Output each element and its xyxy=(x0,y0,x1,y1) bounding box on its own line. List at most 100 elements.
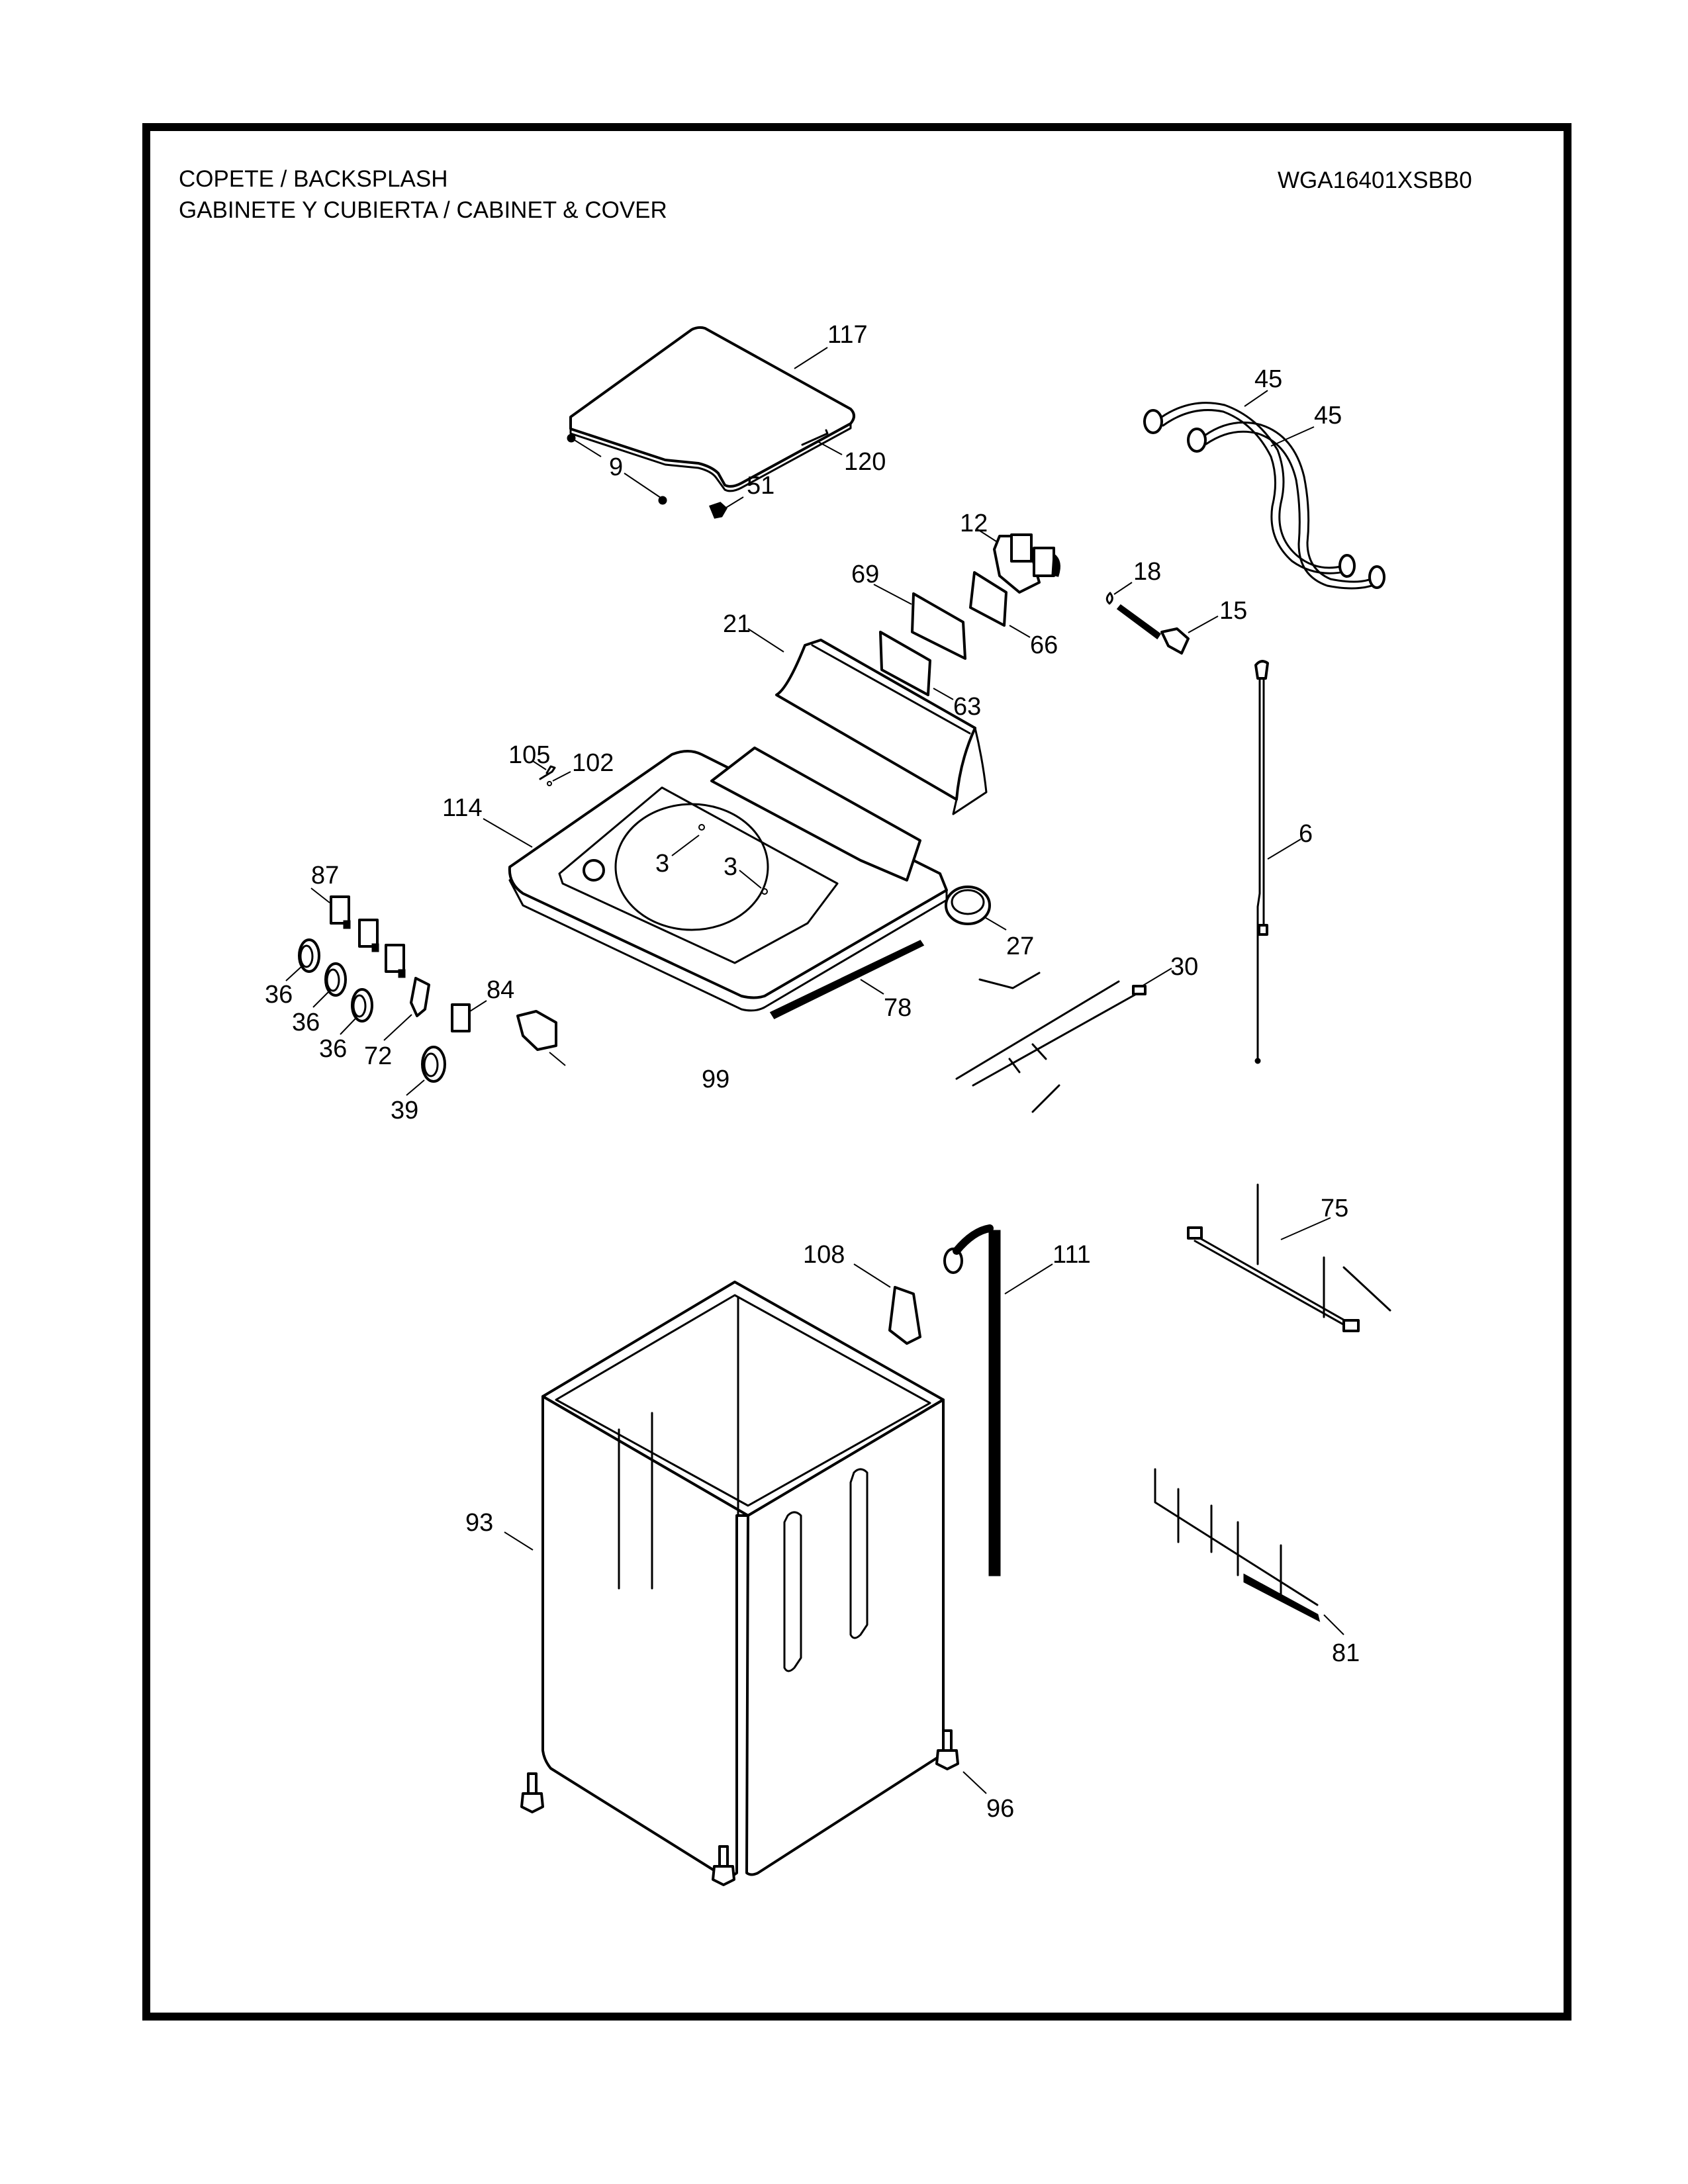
part-label-75: 75 xyxy=(1321,1195,1348,1222)
part-label-84: 84 xyxy=(487,976,514,1004)
harness-30-drawing[interactable] xyxy=(955,972,1147,1113)
leader-line-84 xyxy=(469,1000,487,1012)
leader-line-120 xyxy=(817,441,843,455)
screw-102-drawing[interactable] xyxy=(547,781,552,786)
part-label-81: 81 xyxy=(1332,1639,1360,1667)
display-module-63-drawing[interactable] xyxy=(879,631,931,696)
part-label-117: 117 xyxy=(827,321,868,349)
leader-line-51 xyxy=(722,496,744,510)
timer-99-drawing[interactable] xyxy=(516,1010,557,1051)
drain-bracket-108-drawing[interactable] xyxy=(888,1286,921,1345)
leader-line-36-a xyxy=(285,966,303,981)
leader-line-12 xyxy=(977,529,997,542)
leader-line-3-left xyxy=(671,835,700,856)
top-cover-drawing[interactable] xyxy=(508,747,948,1012)
clamp-18-drawing[interactable] xyxy=(1105,592,1113,605)
diagram-frame xyxy=(142,123,1571,2021)
drain-hose-drawing[interactable] xyxy=(943,1224,1001,1576)
bumper-9-top[interactable] xyxy=(567,433,576,443)
leader-line-96 xyxy=(962,1771,987,1794)
leader-line-72 xyxy=(383,1014,412,1041)
leveling-legs-drawing[interactable] xyxy=(520,1729,959,1886)
part-label-36-b: 36 xyxy=(292,1009,320,1036)
switch-84-drawing[interactable] xyxy=(451,1003,471,1032)
part-label-78: 78 xyxy=(884,994,912,1022)
leader-line-63 xyxy=(933,688,954,700)
part-label-18: 18 xyxy=(1133,558,1161,586)
pressure-switch-drawing[interactable] xyxy=(945,886,991,925)
leader-line-27 xyxy=(983,916,1007,931)
leader-line-102 xyxy=(552,771,571,782)
part-label-120: 120 xyxy=(844,448,886,476)
part-label-63: 63 xyxy=(953,693,981,721)
part-label-12: 12 xyxy=(960,510,988,537)
section-title-backsplash: COPETE / BACKSPLASH xyxy=(179,166,448,192)
inlet-hoses-drawing[interactable] xyxy=(1143,402,1385,590)
water-valve-drawing[interactable] xyxy=(993,533,1060,594)
part-label-102: 102 xyxy=(572,749,614,777)
harness-75-drawing[interactable] xyxy=(1187,1183,1391,1332)
part-label-36-c: 36 xyxy=(319,1035,347,1063)
leader-line-21 xyxy=(747,628,784,653)
rotary-switch-72-drawing[interactable] xyxy=(410,977,430,1017)
leader-line-18 xyxy=(1113,582,1133,595)
leader-line-15 xyxy=(1188,615,1219,633)
part-label-27: 27 xyxy=(1006,933,1034,960)
board-bracket-66-drawing[interactable] xyxy=(969,571,1008,627)
part-label-36-a: 36 xyxy=(265,981,293,1009)
part-label-3-right: 3 xyxy=(724,853,737,881)
part-label-72: 72 xyxy=(364,1042,392,1070)
selector-switches-drawing[interactable] xyxy=(330,895,406,978)
part-label-66: 66 xyxy=(1030,631,1058,659)
part-label-51: 51 xyxy=(747,472,774,500)
control-board-69-drawing[interactable] xyxy=(911,592,966,660)
hinge-pin-120-drawing[interactable] xyxy=(801,429,829,446)
part-label-15: 15 xyxy=(1219,597,1247,625)
cabinet-drawing[interactable] xyxy=(541,1281,945,1878)
leader-line-30 xyxy=(1141,968,1172,987)
leader-line-117 xyxy=(794,347,828,369)
leader-line-66 xyxy=(1009,625,1031,638)
part-label-108: 108 xyxy=(803,1241,845,1269)
leader-line-45-lower xyxy=(1270,426,1315,447)
leader-line-75 xyxy=(1280,1217,1331,1240)
lid-lock-wire-78-drawing[interactable] xyxy=(769,940,925,1019)
part-label-99: 99 xyxy=(702,1066,729,1093)
part-label-69: 69 xyxy=(851,561,879,588)
leader-line-69 xyxy=(873,584,912,605)
leader-line-114 xyxy=(483,818,533,848)
leader-line-9 xyxy=(574,439,661,498)
leader-line-81 xyxy=(1323,1614,1344,1635)
leader-line-39 xyxy=(406,1079,425,1096)
leader-line-78 xyxy=(860,979,884,995)
part-label-111: 111 xyxy=(1053,1241,1091,1269)
lid-stop-51-drawing[interactable] xyxy=(709,502,727,519)
leader-line-105 xyxy=(532,760,547,770)
part-label-114: 114 xyxy=(442,794,483,822)
part-label-45-lower: 45 xyxy=(1314,402,1342,430)
part-label-39: 39 xyxy=(391,1097,418,1124)
fill-nozzle-drawing[interactable] xyxy=(1116,604,1190,655)
leader-line-108 xyxy=(853,1263,891,1288)
harness-81-drawing[interactable] xyxy=(1154,1468,1321,1622)
pressure-tube-drawing[interactable] xyxy=(1254,660,1269,1064)
part-label-3-left: 3 xyxy=(655,850,669,878)
lid-actuator-105-drawing[interactable] xyxy=(539,765,556,780)
leader-line-87 xyxy=(310,887,330,903)
leader-line-111 xyxy=(1004,1263,1053,1295)
model-number: WGA16401XSBB0 xyxy=(1278,167,1472,193)
leader-line-36-b xyxy=(312,991,330,1008)
part-label-9: 9 xyxy=(609,453,623,481)
part-label-6: 6 xyxy=(1299,820,1313,848)
part-label-21: 21 xyxy=(723,610,751,638)
backsplash-drawing[interactable] xyxy=(775,639,988,815)
leader-line-45-upper xyxy=(1244,390,1268,407)
lid-drawing[interactable] xyxy=(569,326,855,492)
knobs-drawing[interactable] xyxy=(298,938,446,1083)
part-label-45-upper: 45 xyxy=(1254,365,1282,393)
bumper-9-bottom[interactable] xyxy=(658,496,667,505)
part-label-96: 96 xyxy=(986,1795,1014,1823)
leader-line-36-c xyxy=(340,1017,357,1035)
part-label-105: 105 xyxy=(508,741,550,769)
